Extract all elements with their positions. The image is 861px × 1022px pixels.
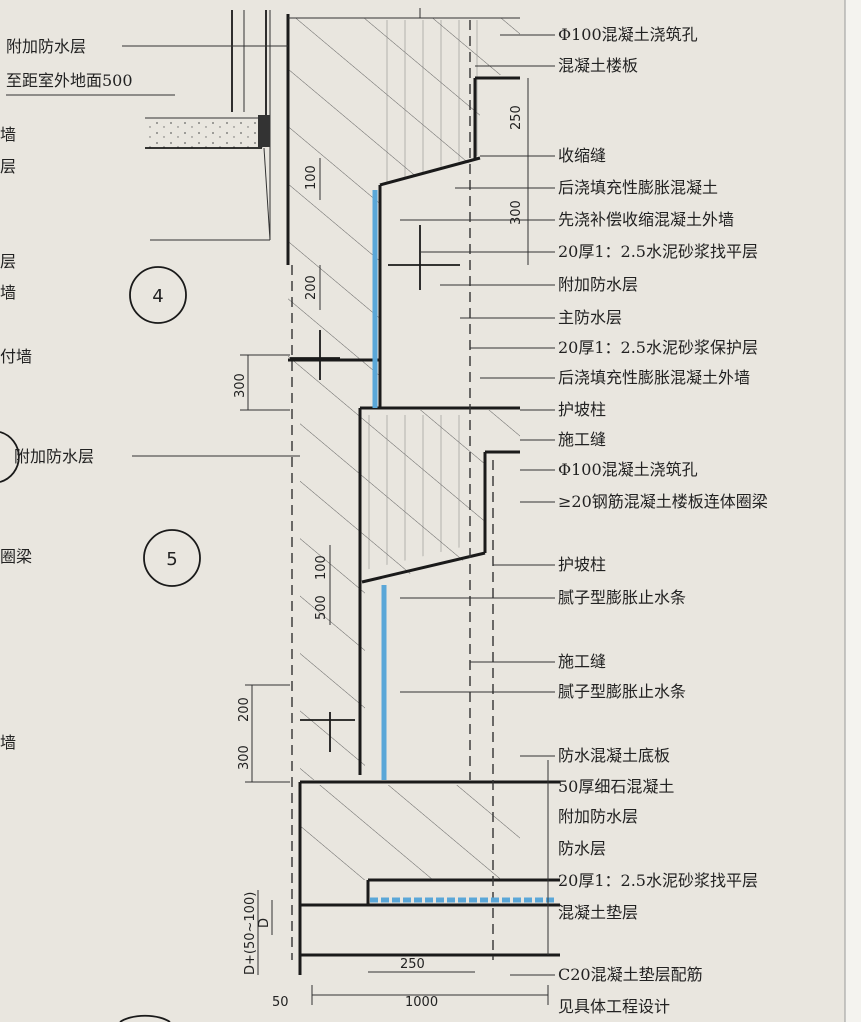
label-concrete-cushion: 混凝土垫层 bbox=[558, 903, 638, 922]
dim-300-c: 300 bbox=[237, 745, 252, 770]
concrete-hatching bbox=[288, 18, 520, 880]
label-water-stop-1: 腻子型膨胀止水条 bbox=[558, 588, 686, 607]
label-shrink-joint: 收缩缝 bbox=[558, 146, 606, 165]
dim-200-b: 200 bbox=[237, 697, 252, 722]
dim-500: 500 bbox=[314, 595, 329, 620]
dim-250-top: 250 bbox=[509, 105, 524, 130]
dimensions: 250 300 100 200 300 100 500 200 300 D+(5… bbox=[233, 78, 549, 1010]
label-additional-waterproof-r1: 附加防水层 bbox=[558, 275, 638, 294]
dim-50: 50 bbox=[272, 995, 289, 1010]
dim-100-b: 100 bbox=[314, 555, 329, 580]
label-construction-joint-1: 施工缝 bbox=[558, 430, 606, 449]
dim-d: D bbox=[257, 918, 272, 928]
label-see-design: 见具体工程设计 bbox=[558, 997, 670, 1016]
label-water-stop-2: 腻子型膨胀止水条 bbox=[558, 682, 686, 701]
detail-marker-4: 4 bbox=[129, 266, 187, 324]
dim-200-a: 200 bbox=[304, 275, 319, 300]
fragment-ring-beam: 圈梁 bbox=[0, 547, 32, 566]
label-ring-beam: ≥20钢筋混凝土楼板连体圈梁 bbox=[558, 492, 768, 511]
page-edge bbox=[845, 0, 861, 1022]
detail-marker-5: 5 bbox=[143, 529, 201, 587]
dim-100-a: 100 bbox=[304, 165, 319, 190]
label-additional-waterproof: 附加防水层 bbox=[6, 37, 86, 56]
label-slope-column-1: 护坡柱 bbox=[558, 400, 606, 419]
label-waterproof: 防水层 bbox=[558, 839, 606, 858]
dim-depth: D+(50~100) bbox=[243, 892, 258, 975]
label-construction-joint-2: 施工缝 bbox=[558, 652, 606, 671]
dim-300-b: 300 bbox=[233, 373, 248, 398]
label-post-pour-expansive: 后浇填充性膨胀混凝土 bbox=[558, 178, 718, 197]
label-waterproof-slab: 防水混凝土底板 bbox=[558, 746, 670, 765]
label-slope-column-2: 护坡柱 bbox=[558, 555, 606, 574]
fragment-layer-1: 层 bbox=[0, 157, 16, 176]
label-first-pour-wall: 先浇补偿收缩混凝土外墙 bbox=[558, 210, 734, 229]
label-protective-layer: 20厚1：2.5水泥砂浆保护层 bbox=[558, 338, 758, 357]
fragment-wall-3: 付墙 bbox=[0, 347, 32, 366]
fragment-wall-1: 墙 bbox=[0, 125, 16, 144]
label-leveling-2: 20厚1：2.5水泥砂浆找平层 bbox=[558, 871, 758, 890]
label-fine-concrete: 50厚细石混凝土 bbox=[558, 777, 674, 796]
label-post-pour-wall: 后浇填充性膨胀混凝土外墙 bbox=[558, 368, 750, 387]
detail-marker-5-label: 5 bbox=[166, 549, 177, 570]
dim-250-bottom: 250 bbox=[400, 957, 425, 972]
label-leveling-1: 20厚1：2.5水泥砂浆找平层 bbox=[558, 242, 758, 261]
fragment-layer-2: 层 bbox=[0, 252, 16, 271]
fragment-wall-2: 墙 bbox=[0, 283, 16, 302]
fragment-wall-4: 墙 bbox=[0, 733, 16, 752]
right-labels: Φ100混凝土浇筑孔 混凝土楼板 收缩缝 后浇填充性膨胀混凝土 先浇补偿收缩混凝… bbox=[400, 25, 768, 1016]
label-additional-waterproof-2: 附加防水层 bbox=[14, 447, 94, 466]
dim-1000: 1000 bbox=[405, 995, 438, 1010]
label-pour-hole-1: Φ100混凝土浇筑孔 bbox=[558, 25, 698, 44]
detail-marker-4-label: 4 bbox=[152, 286, 163, 307]
left-fragment bbox=[145, 10, 271, 241]
label-concrete-slab: 混凝土楼板 bbox=[558, 56, 638, 75]
left-labels: 附加防水层 至距室外地面500 附加防水层 墙 层 层 墙 付墙 圈梁 墙 bbox=[0, 37, 300, 752]
waterproof-layer bbox=[370, 190, 555, 903]
dim-300-a: 300 bbox=[509, 200, 524, 225]
partial-marker-bottom bbox=[119, 1014, 171, 1022]
label-additional-waterproof-r2: 附加防水层 bbox=[558, 807, 638, 826]
wall-outline bbox=[286, 8, 560, 975]
label-pour-hole-2: Φ100混凝土浇筑孔 bbox=[558, 460, 698, 479]
label-main-waterproof: 主防水层 bbox=[558, 308, 622, 327]
partial-marker-left bbox=[0, 431, 20, 483]
label-to-grade: 至距室外地面500 bbox=[6, 71, 133, 90]
label-c20-cushion: C20混凝土垫层配筋 bbox=[558, 965, 703, 984]
